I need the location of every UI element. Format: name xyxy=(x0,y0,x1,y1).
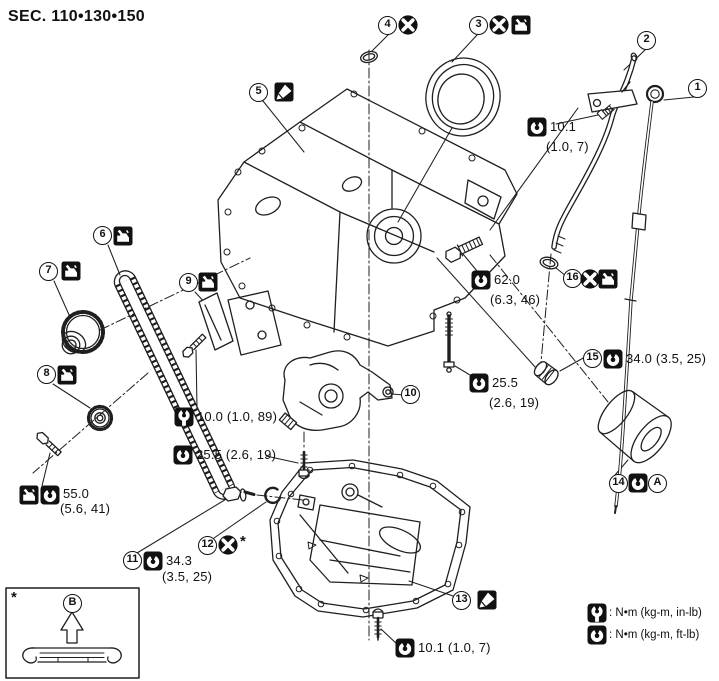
pump-drive-sprocket-drawing xyxy=(61,310,105,355)
callout-7: 7 xyxy=(39,262,58,281)
cylinder-block-drawing xyxy=(217,88,518,347)
oil-level-gauge-guide-drawing xyxy=(551,52,638,254)
torque-ftlb-icon xyxy=(173,445,193,465)
torque-inlb-icon xyxy=(174,407,194,427)
replace-icon xyxy=(218,535,238,555)
inset-star: * xyxy=(11,589,17,606)
block-stud-drawing xyxy=(443,311,455,373)
torque-stud-alt: (2.6, 19) xyxy=(489,395,540,410)
legend-ftlb-text: : N•m (kg-m, ft-lb) xyxy=(609,629,700,641)
torque-sprocket-bolt-value: 55.0 xyxy=(63,486,90,501)
torque-dipstick-tube-alt: (1.0, 7) xyxy=(546,139,589,154)
callout-6: 6 xyxy=(93,226,112,245)
engine-oil-icon xyxy=(198,272,218,292)
legend-inlb-text: : N•m (kg-m, in-lb) xyxy=(609,607,702,619)
axis-lines xyxy=(32,49,609,641)
torque-block-bolt-alt: (6.3, 46) xyxy=(490,292,541,307)
torque-pump-bolt-value: 25.5 (2.6, 19) xyxy=(196,447,277,462)
engine-oil-icon xyxy=(61,261,81,281)
torque-ftlb-icon xyxy=(587,625,607,645)
liquid-gasket-icon xyxy=(274,82,294,102)
torque-tensioner-value: 10.0 (1.0, 89) xyxy=(197,409,278,424)
liquid-gasket-icon xyxy=(477,590,497,610)
callout-4: 4 xyxy=(378,16,397,35)
oil-pump-chain-drawing xyxy=(113,270,236,500)
engine-oil-icon xyxy=(57,365,77,385)
callout-16: 16 xyxy=(563,269,582,288)
torque-ftlb-icon xyxy=(628,473,648,493)
section-title: SEC. 110•130•150 xyxy=(8,8,145,25)
callout-5: 5 xyxy=(249,83,268,102)
engine-oil-icon xyxy=(598,269,618,289)
torque-ftlb-icon xyxy=(143,551,163,571)
torque-ftlb-icon xyxy=(603,349,623,369)
torque-pan-bolt-value: 10.1 (1.0, 7) xyxy=(418,640,491,655)
callout-12: 12 xyxy=(198,536,217,555)
callout-2: 2 xyxy=(637,31,656,50)
sprocket-bolt-drawing xyxy=(36,431,62,457)
torque-dipstick-tube-value: 10.1 xyxy=(550,119,577,134)
oil-pan-bolt-drawing xyxy=(372,608,384,641)
replace-icon xyxy=(489,15,509,35)
oil-pan-drawing xyxy=(269,459,471,618)
oil-filter-connector-drawing xyxy=(533,361,559,386)
o-ring-16-drawing xyxy=(539,256,559,270)
view-letter-a: A xyxy=(648,474,667,493)
block-bolt-62-drawing xyxy=(445,236,484,263)
torque-stud-value: 25.5 xyxy=(492,375,519,390)
torque-drain-plug-alt: (3.5, 25) xyxy=(162,569,213,584)
oil-pump-drawing xyxy=(278,350,394,431)
drain-plug-washer-drawing xyxy=(264,486,282,505)
oil-filter-drawing xyxy=(597,389,672,464)
torque-ftlb-icon xyxy=(469,373,489,393)
callout-15: 15 xyxy=(583,349,602,368)
rear-oil-seal-drawing xyxy=(425,57,501,137)
callout-9: 9 xyxy=(179,273,198,292)
callout-3: 3 xyxy=(469,16,488,35)
torque-ftlb-icon xyxy=(527,117,547,137)
engine-oil-icon xyxy=(19,485,39,505)
torque-ftlb-icon xyxy=(395,638,415,658)
chain-tensioner-drawing xyxy=(182,290,282,358)
torque-sprocket-bolt-alt: (5.6, 41) xyxy=(60,501,111,516)
callout-11: 11 xyxy=(123,551,142,570)
torque-ftlb-icon xyxy=(471,270,491,290)
torque-block-bolt-value: 62.0 xyxy=(494,272,521,287)
callout-10: 10 xyxy=(401,385,420,404)
torque-filter-connector-value: 34.0 (3.5, 25) xyxy=(626,351,707,366)
replace-icon xyxy=(398,15,418,35)
torque-drain-plug-value: 34.3 xyxy=(166,553,193,568)
drain-plug-drawing xyxy=(222,486,256,502)
pump-driven-sprocket-drawing xyxy=(86,404,114,432)
torque-inlb-icon xyxy=(587,603,607,623)
oil-level-gauge-drawing xyxy=(614,84,665,514)
footnote-star: * xyxy=(240,533,246,550)
callout-1: 1 xyxy=(688,79,707,98)
callout-13: 13 xyxy=(452,591,471,610)
engine-oil-icon xyxy=(511,15,531,35)
torque-ftlb-icon xyxy=(40,485,60,505)
view-letter-b: B xyxy=(63,594,82,613)
engine-oil-icon xyxy=(113,226,133,246)
inset-box-drawing xyxy=(5,587,140,679)
replace-icon xyxy=(580,269,600,289)
callout-14: 14 xyxy=(609,474,628,493)
o-ring-4-drawing xyxy=(360,50,378,64)
callout-8: 8 xyxy=(37,365,56,384)
